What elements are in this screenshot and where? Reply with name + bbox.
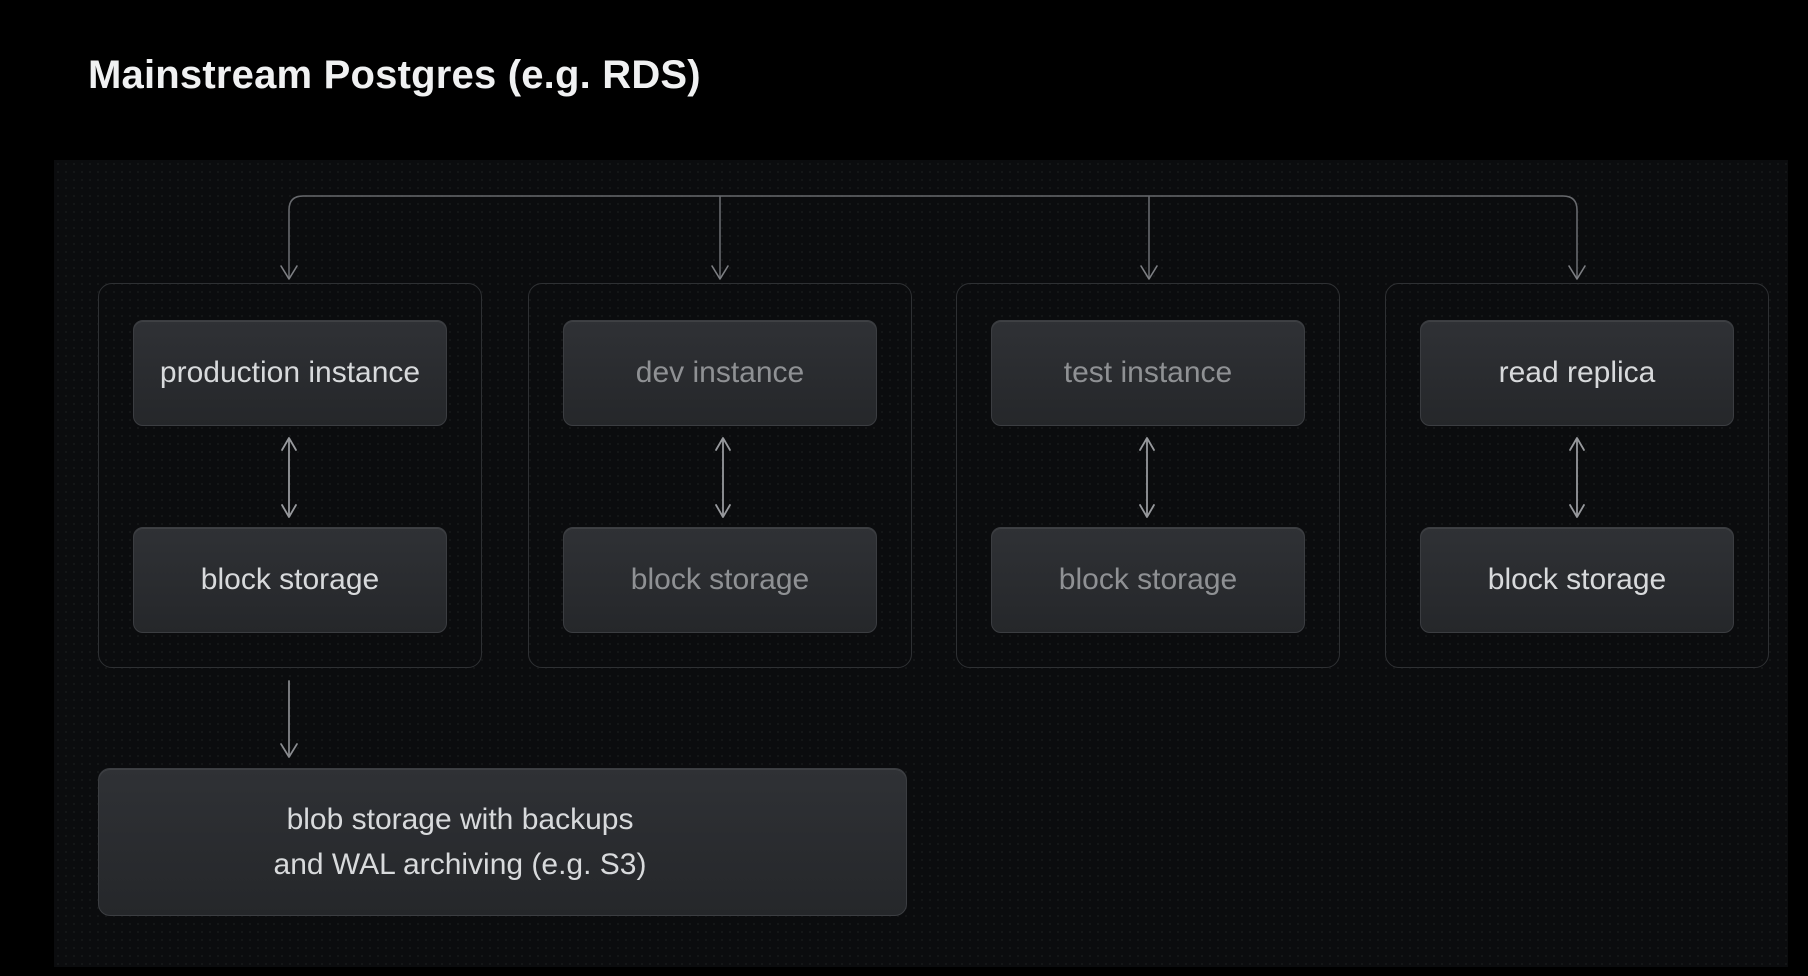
node-label: test instance [1063,356,1233,389]
node-test-instance: test instance [991,320,1305,426]
column-read-replica: read replica block storage [1385,283,1769,668]
node-blob-storage: blob storage with backups and WAL archiv… [98,768,907,916]
node-label: dev instance [635,356,805,389]
node-label: block storage [1487,563,1667,596]
node-production-block-storage: block storage [133,527,447,633]
column-production: production instance block storage [98,283,482,668]
node-dev-instance: dev instance [563,320,877,426]
node-label: block storage [1058,563,1238,596]
blob-storage-label-line1: blob storage with backups [286,803,634,836]
node-label: production instance [159,356,421,389]
blob-storage-label-line2: and WAL archiving (e.g. S3) [273,848,647,881]
node-label: read replica [1498,356,1656,389]
node-read-replica: read replica [1420,320,1734,426]
node-label: block storage [200,563,380,596]
node-label: block storage [630,563,810,596]
column-test: test instance block storage [956,283,1340,668]
column-dev: dev instance block storage [528,283,912,668]
node-production-instance: production instance [133,320,447,426]
node-test-block-storage: block storage [991,527,1305,633]
page-title: Mainstream Postgres (e.g. RDS) [88,53,701,97]
node-dev-block-storage: block storage [563,527,877,633]
node-read-replica-block-storage: block storage [1420,527,1734,633]
